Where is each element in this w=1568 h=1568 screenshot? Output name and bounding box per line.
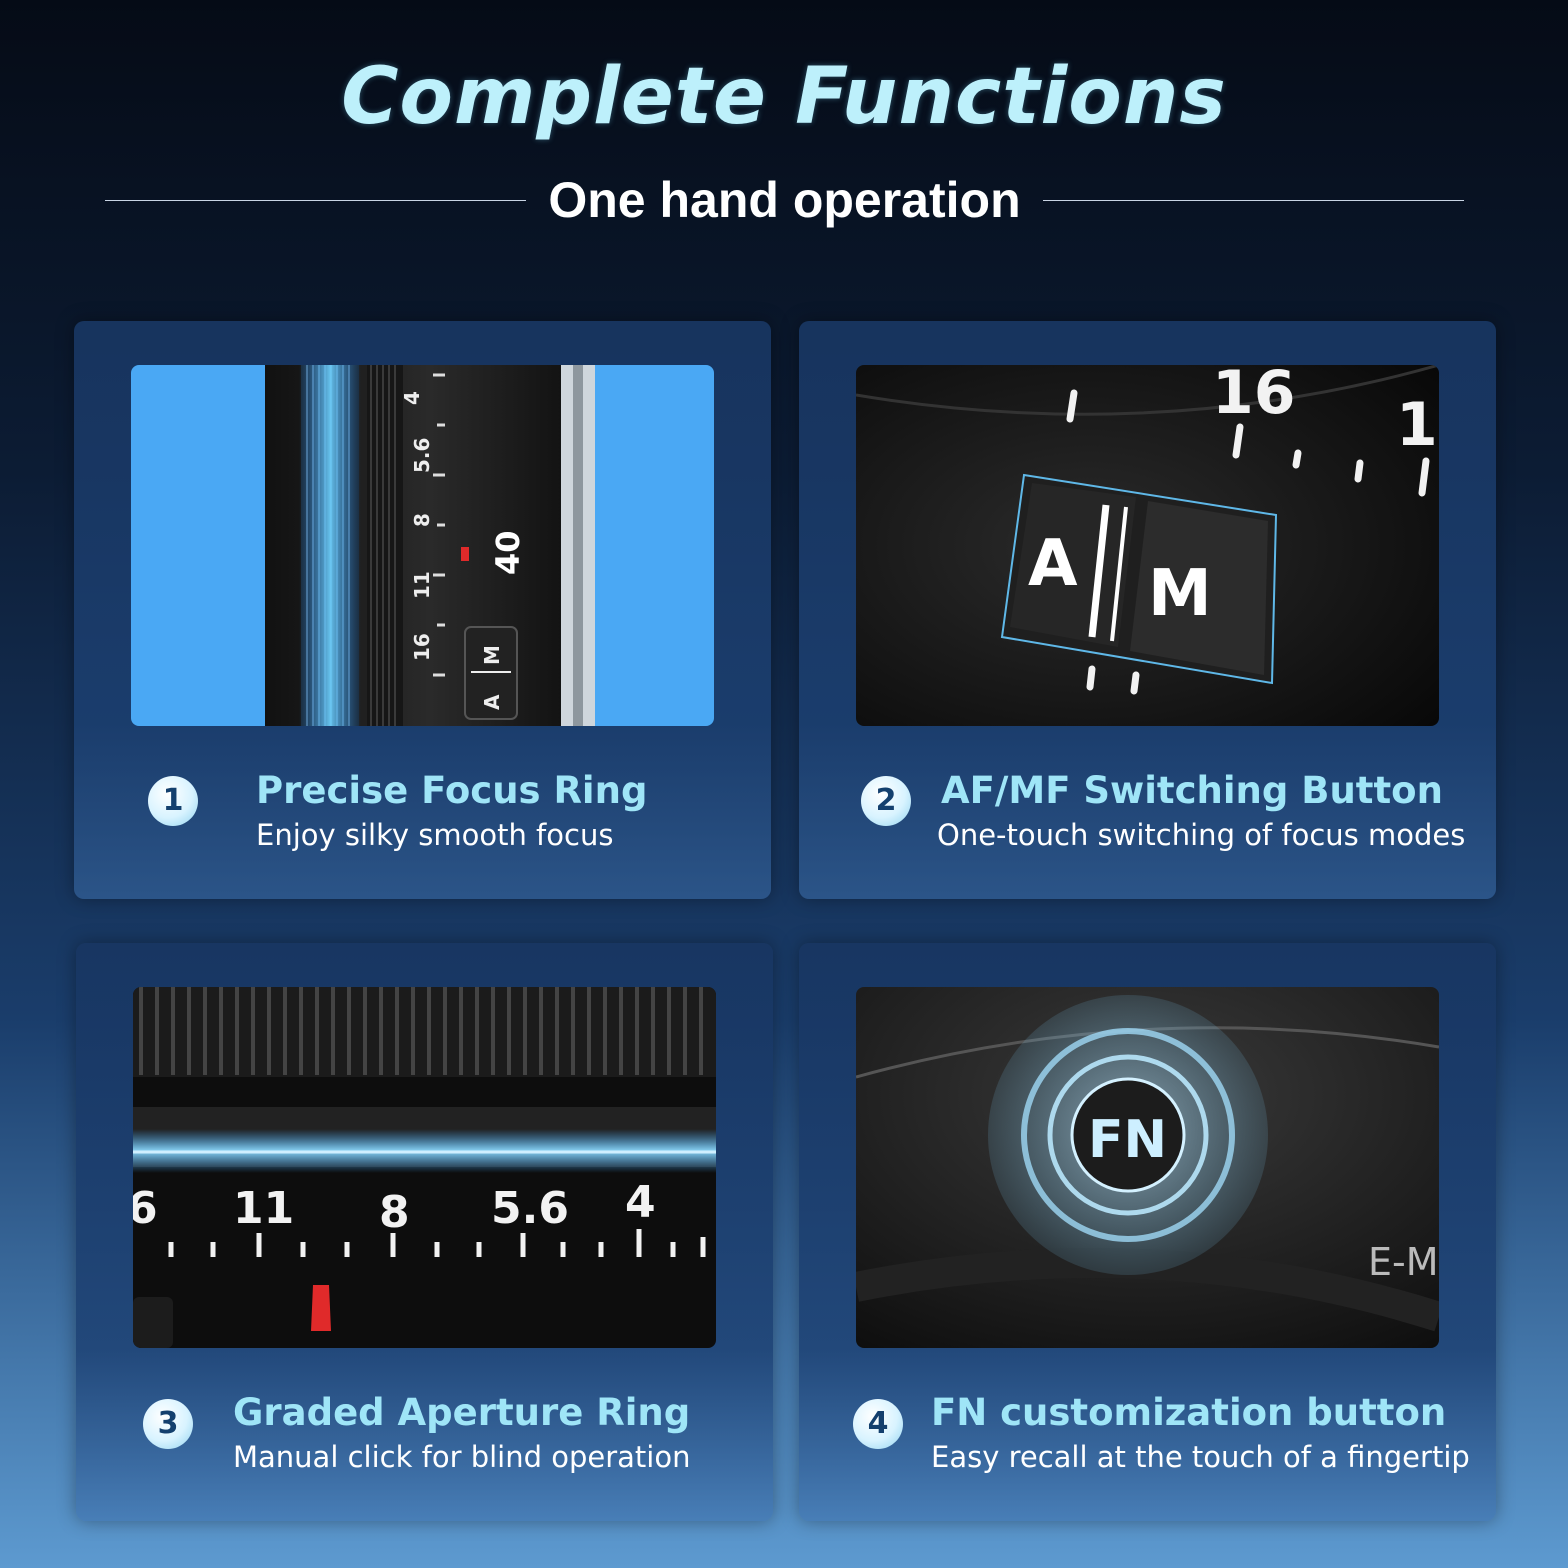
aperture-ring-photo: 6 11 8 5.6 4 [133, 987, 716, 1348]
divider-left [105, 199, 527, 201]
feature-title: Precise Focus Ring [256, 769, 648, 812]
feature-description: Easy recall at the touch of a fingertip [931, 1440, 1470, 1474]
focus-scale-4: 4 [400, 391, 424, 405]
divider-right [1042, 199, 1464, 201]
feature-card-focus-ring: 4 5.6 8 11 16 40 A M 1 Precise Focus Rin… [74, 321, 771, 899]
focus-switch-a: A [480, 694, 504, 710]
focal-length-label: 40 [489, 530, 527, 575]
feature-description: One-touch switching of focus modes [937, 818, 1466, 852]
feature-number-badge: 3 [143, 1399, 193, 1449]
lens-side-illustration: 4 5.6 8 11 16 40 A M [131, 365, 714, 726]
focus-scale-8: 8 [410, 513, 434, 527]
switch-label-m: M [1148, 557, 1212, 631]
feature-title: FN customization button [931, 1391, 1447, 1434]
fn-button-photo: FN E-M [856, 987, 1439, 1348]
fn-label: FN [1088, 1110, 1167, 1170]
aperture-scale-8: 8 [379, 1187, 410, 1238]
focus-scale-11: 11 [410, 571, 434, 599]
feature-number-badge: 2 [861, 776, 911, 826]
focus-scale-16: 16 [410, 633, 434, 661]
aperture-scale-5-6: 5.6 [491, 1183, 569, 1234]
focus-scale-5-6: 5.6 [410, 438, 434, 473]
page-subtitle: One hand operation [548, 172, 1021, 228]
feature-description: Manual click for blind operation [233, 1440, 691, 1474]
closeup-scale-1: 1 [1396, 390, 1438, 460]
feature-title: AF/MF Switching Button [941, 769, 1443, 812]
aperture-scale-4: 4 [625, 1177, 656, 1228]
subtitle-row: One hand operation [105, 165, 1464, 235]
feature-number-badge: 4 [853, 1399, 903, 1449]
af-mf-switch-photo: 16 1 A M [856, 365, 1439, 726]
switch-label-a: A [1028, 527, 1078, 601]
feature-number-badge: 1 [148, 776, 198, 826]
feature-card-aperture-ring: 6 11 8 5.6 4 3 Graded Aperture Ring Manu… [76, 943, 773, 1521]
feature-description: Enjoy silky smooth focus [256, 818, 614, 852]
feature-title: Graded Aperture Ring [233, 1391, 691, 1434]
feature-card-fn-button: FN E-M 4 FN customization button Easy re… [799, 943, 1496, 1521]
aperture-scale-11: 11 [233, 1183, 294, 1234]
aperture-scale-6: 6 [133, 1183, 158, 1234]
feature-card-af-mf-switch: 16 1 A M 2 AF/MF Switching Button One-to… [799, 321, 1496, 899]
aperture-ring-illustration: 6 11 8 5.6 4 [133, 987, 716, 1348]
switch-closeup-illustration: 16 1 A M [856, 365, 1439, 726]
fn-button-illustration: FN E-M [856, 987, 1439, 1348]
focus-ring-photo: 4 5.6 8 11 16 40 A M [131, 365, 714, 726]
closeup-scale-16: 16 [1212, 365, 1296, 428]
mount-label: E-M [1368, 1240, 1439, 1284]
focus-switch-m: M [480, 645, 504, 665]
page-title: Complete Functions [341, 52, 1227, 142]
